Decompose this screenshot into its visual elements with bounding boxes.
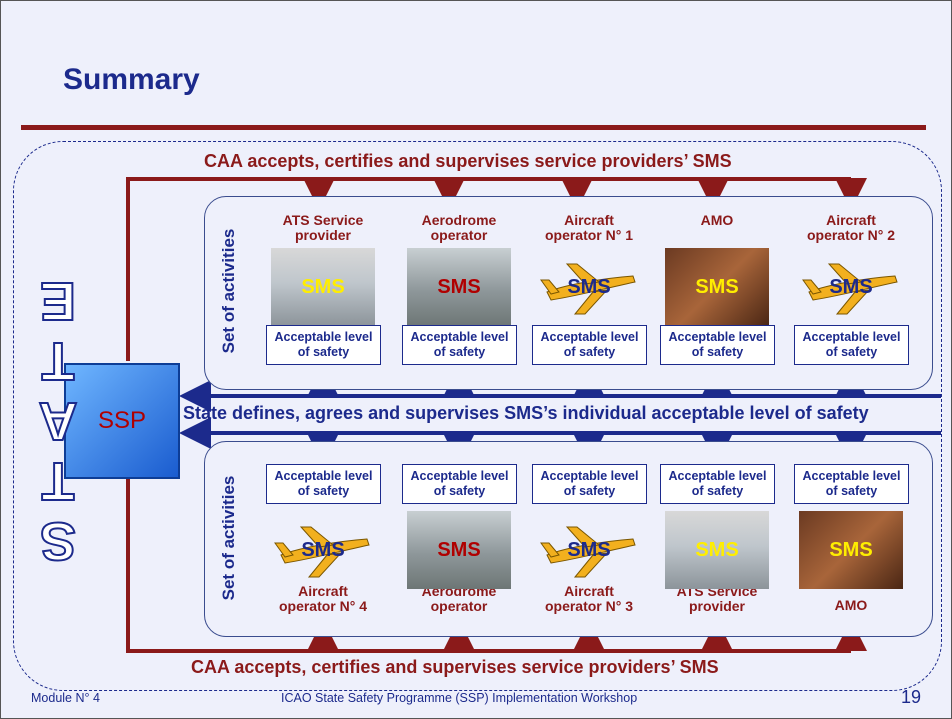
sms-label: SMS (567, 538, 611, 561)
provider-name: AMO (700, 212, 734, 228)
page-title: Summary (63, 63, 200, 96)
acceptable-level-box: Acceptable level of safety (660, 325, 775, 365)
provider-name: Aircraft operator N° 2 (806, 212, 896, 243)
sms-label: SMS (437, 538, 481, 561)
caa-bottom-text: CAA accepts, certifies and supervises se… (191, 657, 719, 677)
plane-image: SMS (537, 511, 641, 589)
acceptable-level-box: Acceptable level of safety (794, 325, 909, 365)
ssp-house-icon: SSP (64, 363, 180, 479)
provider-name: ATS Service provider (282, 212, 364, 243)
sms-label: SMS (695, 275, 739, 298)
title-rule (21, 125, 926, 130)
caa-top-text: CAA accepts, certifies and supervises se… (204, 151, 732, 171)
footer-module: Module N° 4 (31, 691, 100, 705)
acceptable-level-box: Acceptable level of safety (402, 464, 517, 504)
acceptable-level-box: Acceptable level of safety (794, 464, 909, 504)
aero-image: SMS (407, 248, 511, 326)
sms-label: SMS (437, 275, 481, 298)
acceptable-level-box: Acceptable level of safety (266, 464, 381, 504)
plane-image: SMS (271, 511, 375, 589)
provider-name: Aircraft operator N° 4 (278, 583, 368, 614)
sms-label: SMS (695, 538, 739, 561)
provider-name: Aircraft operator N° 1 (544, 212, 634, 243)
aero-image: SMS (407, 511, 511, 589)
tower-image: SMS (271, 248, 375, 326)
caa-top-line (126, 177, 851, 361)
provider-name: Aircraft operator N° 3 (544, 583, 634, 614)
plane-image: SMS (799, 248, 903, 326)
tower-image: SMS (665, 511, 769, 589)
sms-label: SMS (829, 275, 873, 298)
acceptable-level-box: Acceptable level of safety (532, 325, 647, 365)
provider-name: AMO (834, 597, 868, 613)
airplane-icon (274, 526, 370, 578)
sms-label: SMS (567, 275, 611, 298)
acceptable-level-box: Acceptable level of safety (660, 464, 775, 504)
footer-workshop: ICAO State Safety Programme (SSP) Implem… (281, 691, 638, 705)
airplane-icon (540, 526, 636, 578)
airplane-icon (802, 263, 898, 315)
acceptable-level-box: Acceptable level of safety (532, 464, 647, 504)
acceptable-level-box: Acceptable level of safety (266, 325, 381, 365)
plane-image: SMS (537, 248, 641, 326)
ssp-label: SSP (97, 407, 147, 434)
page-number: 19 (901, 687, 922, 707)
state-line-text: State defines, agrees and supervises SMS… (183, 403, 869, 423)
amo-image: SMS (665, 248, 769, 326)
caa-bottom-line (126, 476, 851, 653)
sms-label: SMS (301, 275, 345, 298)
state-boundary (13, 141, 942, 691)
set-of-activities-bottom: Set of activities (219, 475, 238, 601)
sms-label: SMS (301, 538, 345, 561)
acceptable-level-box: Acceptable level of safety (402, 325, 517, 365)
state-vertical-text: STATE (27, 270, 89, 572)
sms-label: SMS (829, 538, 873, 561)
set-of-activities-top: Set of activities (219, 228, 238, 354)
amo-image: SMS (799, 511, 903, 589)
provider-name: Aerodrome operator (421, 212, 497, 243)
airplane-icon (540, 263, 636, 315)
